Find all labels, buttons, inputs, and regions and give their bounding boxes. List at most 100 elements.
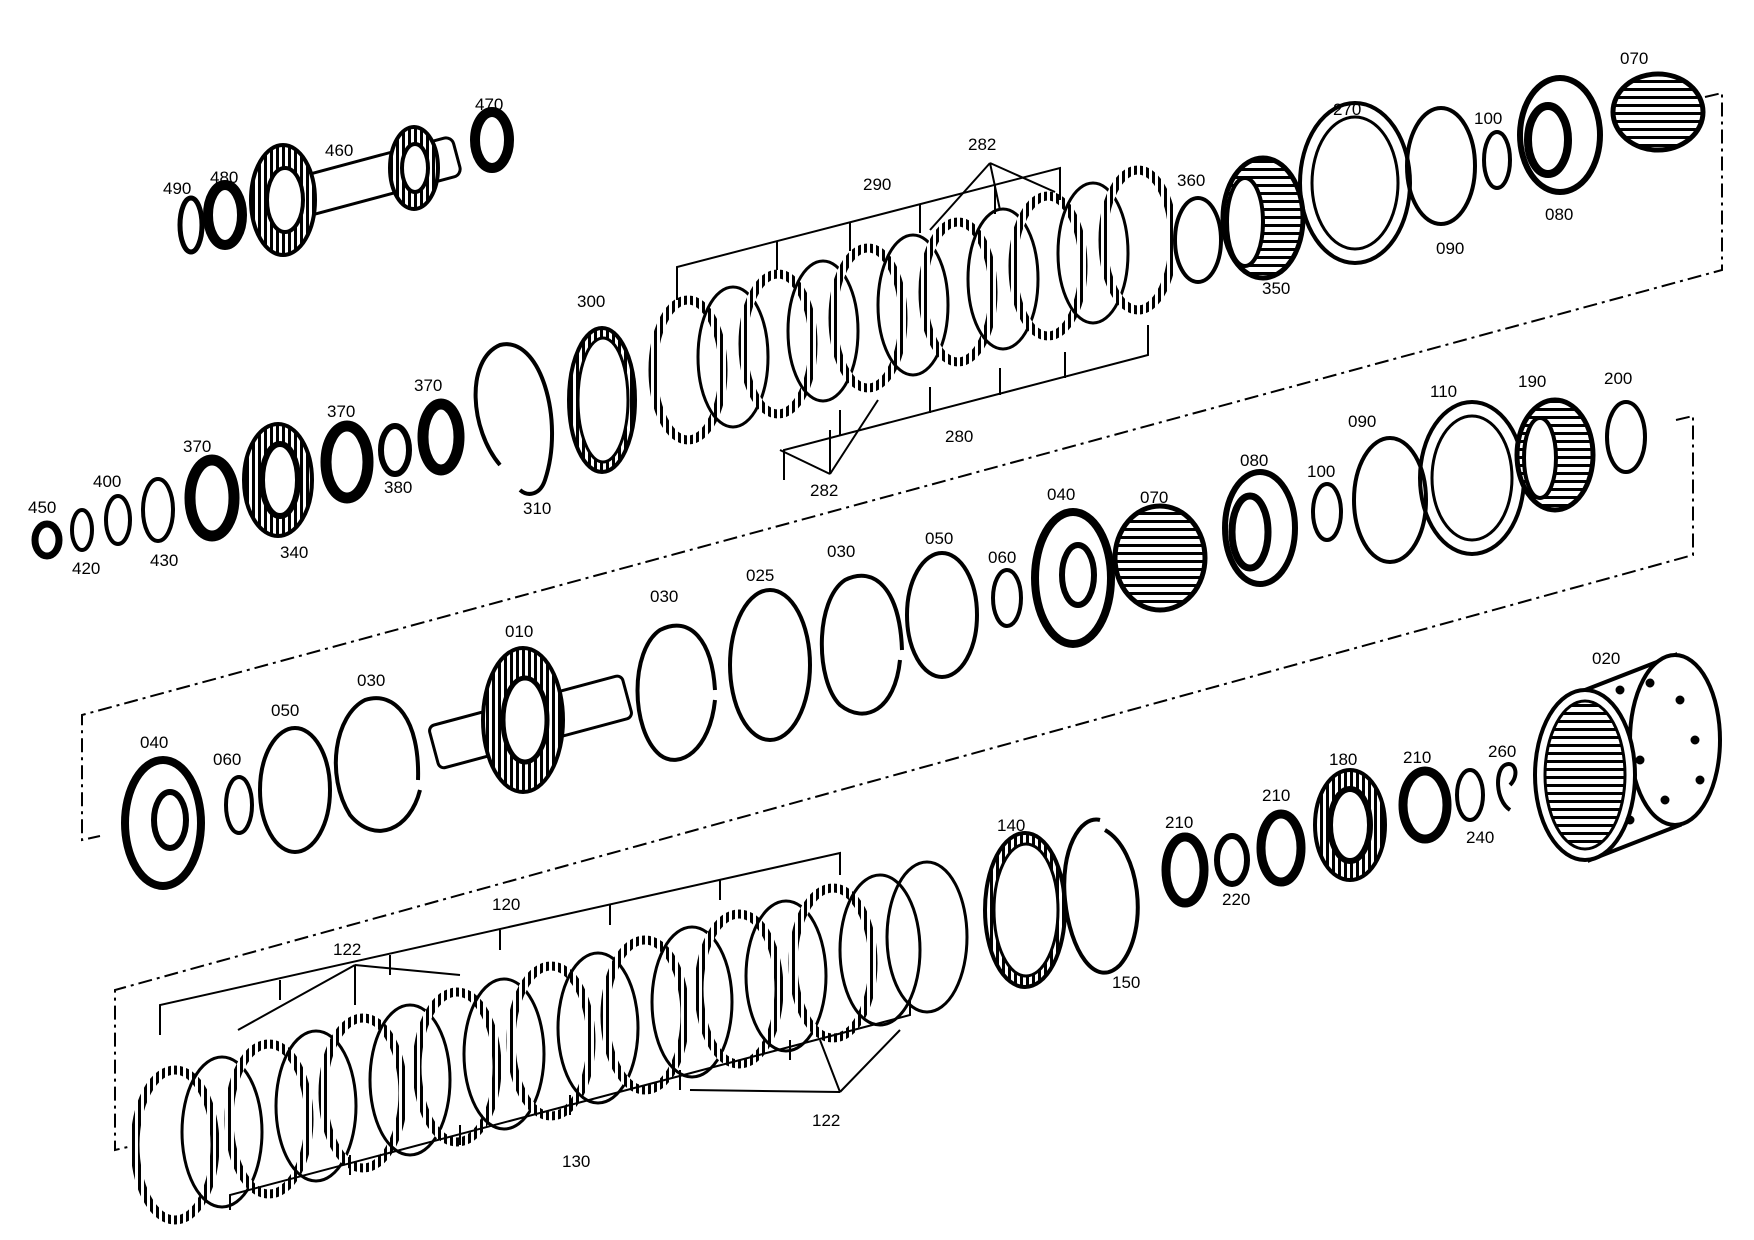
part-050-ring-left	[258, 726, 332, 854]
leader-282-bottom	[779, 399, 879, 475]
part-060-ring-left	[224, 775, 254, 835]
label-030-left: 030	[357, 671, 385, 690]
label-060-right: 060	[988, 548, 1016, 567]
label-100-upper: 100	[1474, 109, 1502, 128]
label-270: 270	[1333, 100, 1361, 119]
label-430: 430	[150, 551, 178, 570]
part-370-bearing-a	[184, 454, 240, 542]
label-460: 460	[325, 141, 353, 160]
part-220-bushing	[1214, 833, 1250, 887]
part-100-ring	[1311, 482, 1343, 542]
part-370-bearing-b	[320, 420, 374, 504]
label-120: 120	[492, 895, 520, 914]
label-050-right: 050	[925, 529, 953, 548]
part-100-ring-upper	[1482, 130, 1512, 190]
label-400: 400	[93, 472, 121, 491]
part-150-snap-ring	[1062, 817, 1140, 975]
part-210-bearing-c	[1398, 766, 1452, 844]
label-080-upper: 080	[1545, 205, 1573, 224]
label-300: 300	[577, 292, 605, 311]
label-090: 090	[1348, 412, 1376, 431]
label-030-right: 030	[827, 542, 855, 561]
label-030-mid: 030	[650, 587, 678, 606]
label-470: 470	[475, 95, 503, 114]
bracket-280	[783, 325, 1149, 480]
label-070-upper: 070	[1620, 49, 1648, 68]
label-360: 360	[1177, 171, 1205, 190]
part-030-snap-ring-right	[819, 573, 904, 716]
label-060-left: 060	[213, 750, 241, 769]
bracket-290	[676, 166, 1061, 300]
part-050-ring-right	[905, 551, 979, 679]
label-210-c: 210	[1403, 748, 1431, 767]
label-480: 480	[210, 168, 238, 187]
label-282-bottom: 282	[810, 481, 838, 500]
label-370-a: 370	[183, 437, 211, 456]
label-310: 310	[523, 499, 551, 518]
part-070-drum	[1112, 503, 1208, 613]
part-090-ring-upper	[1405, 106, 1477, 226]
part-030-snap-ring-mid	[635, 623, 717, 762]
bracket-120	[159, 851, 841, 1035]
label-100: 100	[1307, 462, 1335, 481]
label-025: 025	[746, 566, 774, 585]
part-260-snap-ring	[1496, 762, 1518, 812]
label-090-upper: 090	[1436, 239, 1464, 258]
label-070: 070	[1140, 488, 1168, 507]
part-060-ring-right	[991, 568, 1023, 628]
part-380-bushing	[378, 423, 412, 477]
part-480-bearing	[203, 180, 247, 250]
part-210-bearing-a	[1161, 832, 1209, 908]
part-110-spacer	[1418, 400, 1526, 556]
leader-122-top	[237, 964, 461, 1031]
part-430-ring	[141, 477, 175, 543]
label-370-c: 370	[414, 376, 442, 395]
label-040-right: 040	[1047, 485, 1075, 504]
label-122-top: 122	[333, 940, 361, 959]
leader-282-top	[929, 162, 1056, 231]
label-210-b: 210	[1262, 786, 1290, 805]
part-070-drum-upper	[1610, 71, 1706, 153]
row-3-group	[121, 397, 1647, 890]
label-140: 140	[997, 816, 1025, 835]
label-180: 180	[1329, 750, 1357, 769]
part-490-ring	[177, 195, 205, 255]
label-220: 220	[1222, 890, 1250, 909]
label-340: 340	[280, 543, 308, 562]
part-270-spacer	[1298, 101, 1412, 265]
part-030-snap-ring-left	[333, 696, 422, 833]
leader-122-bottom	[689, 1029, 901, 1093]
clutch-pack-280-290	[648, 162, 1178, 480]
row-1-pinion-shaft	[177, 107, 514, 257]
label-122-bottom: 122	[812, 1111, 840, 1130]
part-210-bearing-b	[1256, 809, 1306, 887]
label-110: 110	[1430, 382, 1457, 401]
label-020: 020	[1592, 649, 1620, 668]
label-370-b: 370	[327, 402, 355, 421]
label-010: 010	[505, 622, 533, 641]
label-240: 240	[1466, 828, 1494, 847]
label-040-left: 040	[140, 733, 168, 752]
part-400-ring	[104, 494, 132, 546]
label-080: 080	[1240, 451, 1268, 470]
part-470-bearing	[470, 107, 514, 173]
label-260: 260	[1488, 742, 1516, 761]
part-360-ring	[1173, 196, 1223, 284]
label-280: 280	[945, 427, 973, 446]
label-282-top: 282	[968, 135, 996, 154]
label-380: 380	[384, 478, 412, 497]
part-020-drum	[1533, 652, 1722, 863]
part-370-bearing-c	[417, 398, 465, 476]
label-290: 290	[863, 175, 891, 194]
part-025-ring	[728, 588, 812, 742]
label-130: 130	[562, 1152, 590, 1171]
part-420-ring	[70, 508, 94, 552]
label-190: 190	[1518, 372, 1546, 391]
label-450: 450	[28, 498, 56, 517]
label-200: 200	[1604, 369, 1632, 388]
part-200-ring	[1605, 400, 1647, 474]
part-450-bushing	[31, 520, 63, 560]
label-490: 490	[163, 179, 191, 198]
part-310-snap-ring	[473, 342, 554, 496]
